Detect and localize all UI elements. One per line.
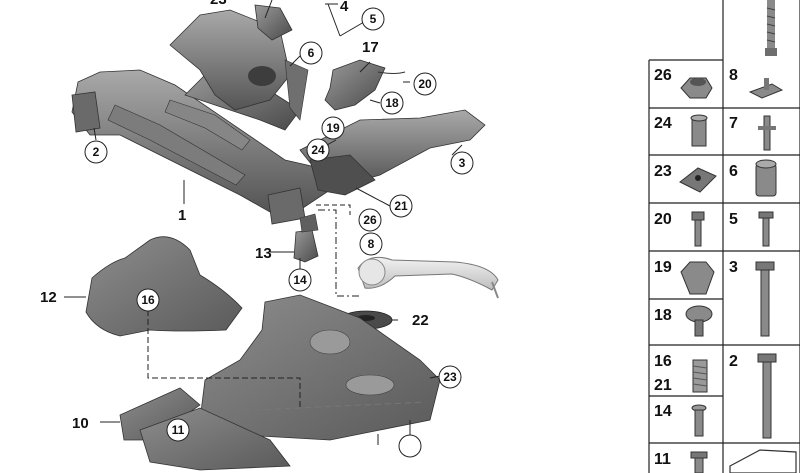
hex-bolt-icon [691,211,705,247]
legend-number-23: 23 [654,163,672,180]
bolt-icon [758,115,776,151]
label-6: 6 [299,41,323,65]
label-8: 8 [359,232,383,256]
legend-number-2: 2 [729,353,738,370]
svg-text:19: 19 [326,121,340,135]
label-12: 22 [412,312,429,329]
bushing-icon [755,159,777,197]
legend-number-21: 21 [654,377,672,394]
sleeve-icon [690,114,708,147]
long-bolt-icon [755,261,775,337]
legend-number-18: 18 [654,307,672,324]
front-axle-subframe [71,4,486,225]
long-bolt-icon [765,0,777,56]
legend-grid-lines [648,0,800,473]
label-15: 13 [255,245,272,262]
label-20: 20 [413,72,437,96]
legend-number-11: 11 [654,451,671,468]
label-13: 12 [40,289,57,306]
clip-icon [748,78,784,99]
legend-number-26: 26 [654,67,672,84]
svg-text:5: 5 [370,12,377,26]
legend-number-24: 24 [654,115,672,132]
legend-number-16: 16 [654,353,672,370]
label-11 [398,434,422,458]
screw-icon [690,451,708,473]
legend-number-3: 3 [729,259,738,276]
svg-text:11: 11 [172,423,185,437]
flange-bolt-icon [758,211,774,247]
svg-text:16: 16 [141,293,155,307]
label-16: 23 [438,365,462,389]
spring-nut-icon [692,359,708,393]
label-9: 14 [288,268,312,292]
label-1: 1 [178,207,186,224]
label-4: 4 [340,0,349,15]
long-bolt-icon [757,353,777,439]
svg-text:20: 20 [418,77,432,91]
label-22: 10 [72,415,89,432]
label-19: 19 [321,116,345,140]
nut-icon [680,77,713,99]
circled-part-labels: 5 6 20 18 19 24 2 3 21 26 8 14 16 23 11 [84,7,474,458]
label-21: 21 [389,194,413,218]
svg-text:8: 8 [368,237,375,251]
label-23: 11 [166,418,190,442]
label-23-top: 23 [210,0,227,8]
svg-text:23: 23 [443,370,457,384]
label-18: 18 [380,91,404,115]
underbody-panel-left [85,236,243,337]
svg-text:18: 18 [385,96,399,110]
legend-number-19: 19 [654,259,672,276]
leader-lines [64,0,463,445]
legend-number-6: 6 [729,163,738,180]
label-3: 3 [450,151,474,175]
control-arm [357,256,499,299]
bracket [293,213,319,263]
label-26: 26 [358,208,382,232]
label-14: 16 [136,288,160,312]
legend-number-20: 20 [654,211,672,228]
svg-text:14: 14 [293,273,307,287]
svg-text:6: 6 [308,46,315,60]
svg-text:3: 3 [459,156,466,170]
exploded-diagram: 23 4 17 1 13 12 22 10 5 6 20 18 19 24 2 … [40,0,499,471]
collar-nut-icon [680,261,715,295]
label-2: 2 [84,140,108,164]
legend-number-5: 5 [729,211,738,228]
legend-number-14: 14 [654,403,672,420]
legend-number-7: 7 [729,115,738,132]
label-24: 24 [306,138,330,162]
arrow-icon [729,449,797,473]
svg-text:21: 21 [394,199,408,213]
label-5: 5 [361,7,385,31]
part-number-labels: 23 4 17 1 13 12 22 10 [40,0,429,432]
legend-number-8: 8 [729,67,738,84]
svg-text:2: 2 [93,145,100,159]
underbody-skid-plate [199,294,441,441]
expanding-rivet-icon [685,305,713,337]
label-17: 17 [362,39,379,56]
svg-text:26: 26 [363,213,377,227]
svg-text:24: 24 [311,143,325,157]
rivet-icon [691,404,707,437]
nut-clip-icon [679,167,717,193]
